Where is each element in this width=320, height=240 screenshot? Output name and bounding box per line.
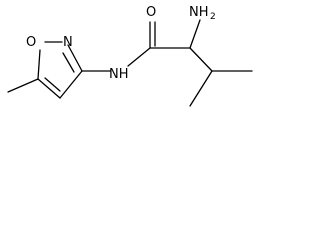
amine-label: NH: [189, 5, 209, 20]
molecule-canvas: O N NH O NH 2: [0, 0, 260, 124]
amine-subscript-label: 2: [210, 12, 216, 22]
isoxazole-ring: [37, 41, 83, 99]
bond-c5-o1: [37, 49, 41, 80]
bond-alpha-ch: [189, 47, 213, 72]
ring-nitrogen-label: N: [63, 35, 73, 50]
bond-c5-methyl: [7, 78, 39, 93]
amide-nh-label: NH: [109, 67, 129, 82]
ring-oxygen-label: O: [26, 35, 36, 50]
bond-alpha-amine: [189, 19, 201, 49]
bond-c4-c5-inner: [44, 77, 61, 92]
bond-amide-n-carbonyl: [127, 47, 151, 67]
carbonyl-oxygen-label: O: [146, 5, 156, 20]
structure-diagram: O N NH O NH 2: [7, 5, 253, 107]
bond-ch-methyl-down: [189, 70, 213, 107]
bond-n2-c3: [67, 44, 83, 72]
bond-c4-c5: [37, 78, 61, 99]
bond-n2-c3-inner: [62, 52, 75, 73]
bond-c3-c4: [59, 70, 83, 99]
